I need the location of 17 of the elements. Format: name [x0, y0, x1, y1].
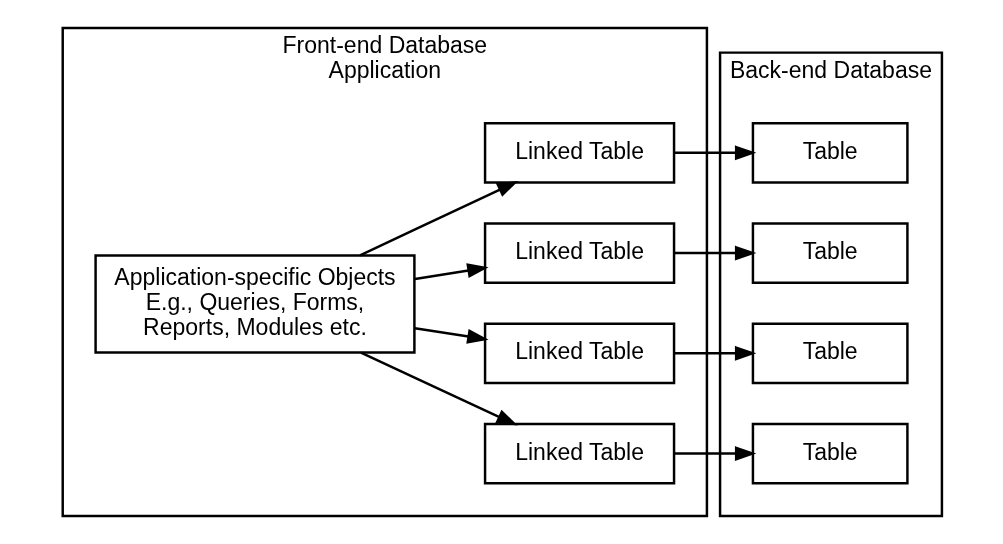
arrow [674, 345, 757, 361]
node-box: Linked Table [483, 222, 676, 284]
node-box: Table [751, 122, 909, 184]
node-box: Linked Table [483, 322, 676, 385]
arrow [414, 263, 489, 281]
node-box: Linked Table [483, 422, 676, 485]
arrow [674, 145, 757, 161]
arrow [414, 327, 489, 344]
node-box: Linked Table [483, 122, 676, 184]
arrow [674, 446, 757, 462]
node-box: Table [751, 322, 909, 385]
arrow [360, 351, 518, 426]
node-box: Table [751, 422, 909, 485]
arrow [674, 245, 757, 261]
node-box: Table [751, 222, 909, 284]
arrow [359, 180, 519, 257]
node-box: Application-specific Objects E.g., Queries, Forms, Reports, Modules etc. [94, 254, 416, 354]
